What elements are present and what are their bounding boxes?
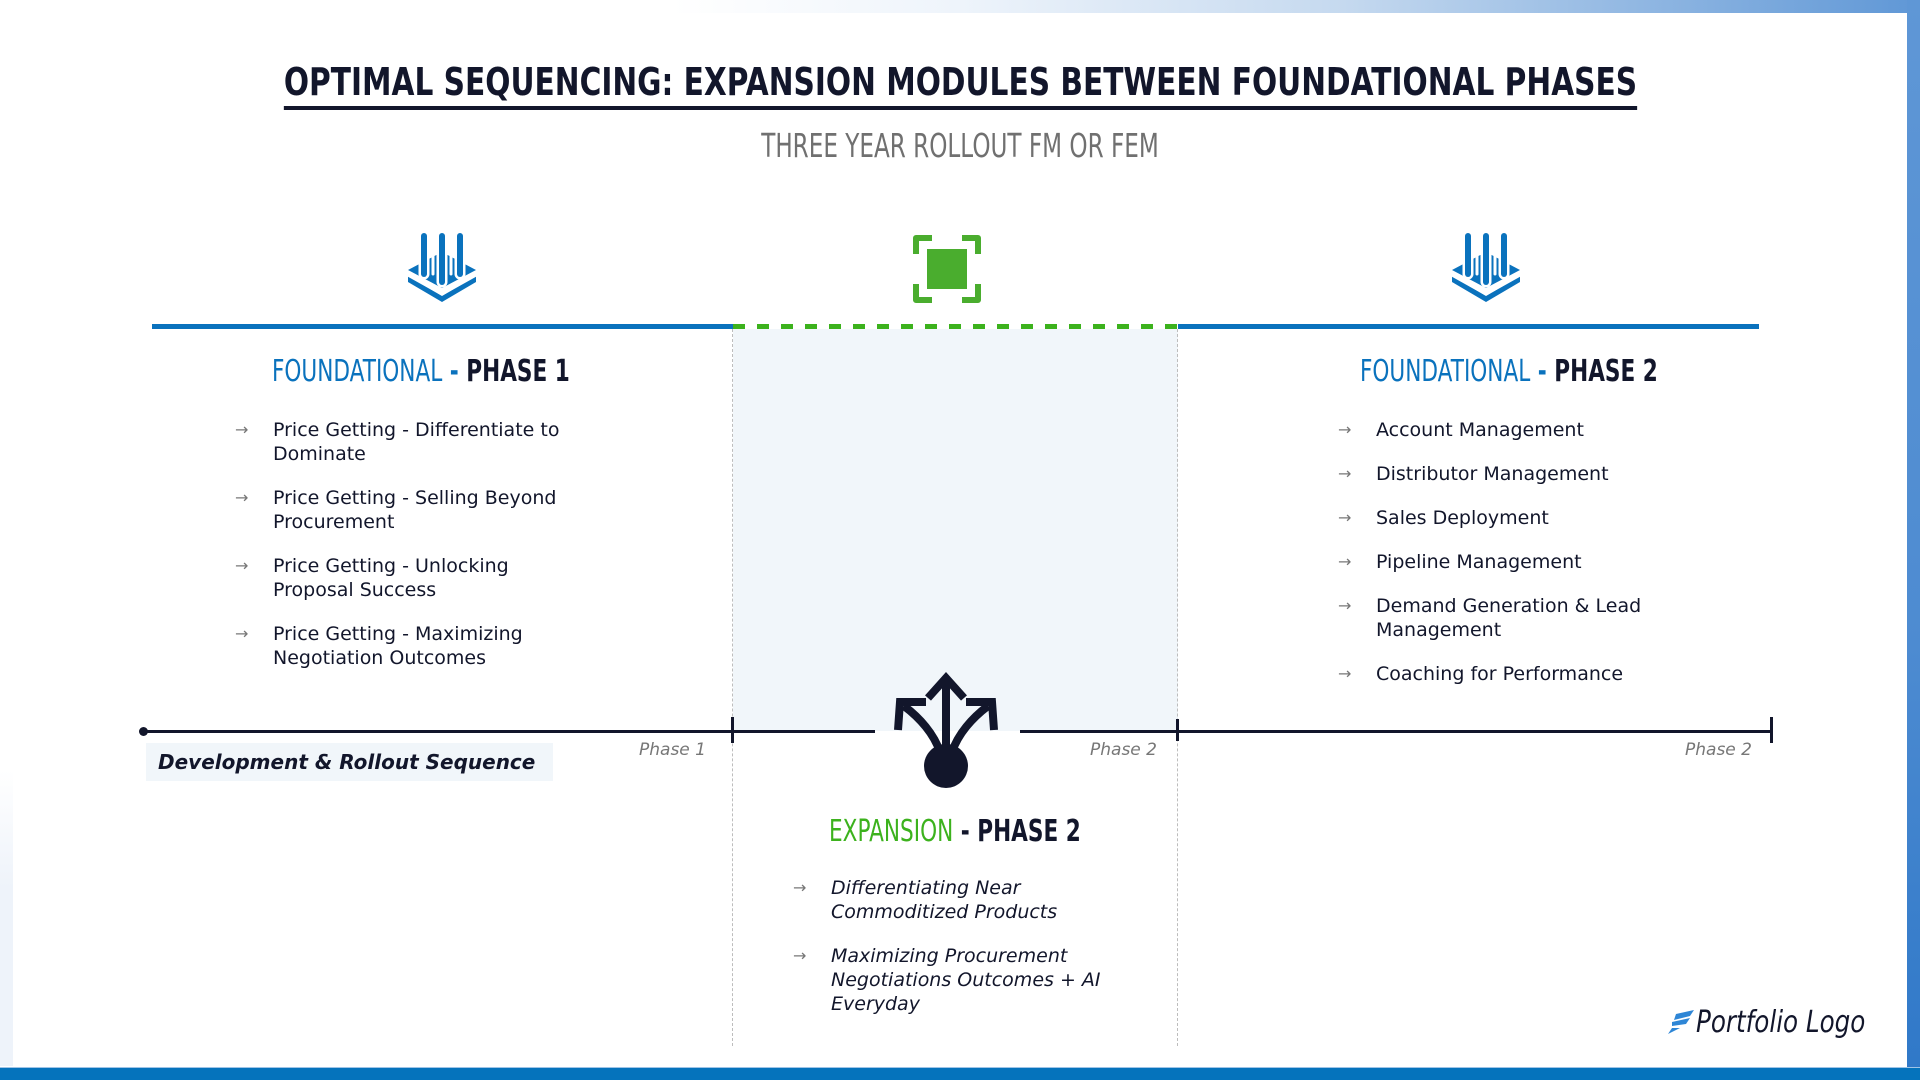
- list-item: →Price Getting - Maximizing Negotiation …: [235, 623, 523, 669]
- heading-label: EXPANSION: [829, 814, 954, 849]
- heading-label: FOUNDATIONAL: [272, 354, 443, 389]
- list-item: →Price Getting - Unlocking Proposal Succ…: [235, 555, 509, 601]
- list-item: →Differentiating Near Commoditized Produ…: [793, 877, 1058, 923]
- focus-square-icon: [913, 235, 981, 303]
- page-subtitle: THREE YEAR ROLLOUT FM OR FEM: [761, 126, 1159, 165]
- arrow-right-icon: →: [235, 624, 249, 643]
- list-item: →Distributor Management: [1338, 463, 1609, 485]
- arrow-right-icon: →: [1338, 596, 1352, 615]
- expansion-phase2-list: →Differentiating Near Commoditized Produ…: [793, 876, 1123, 1016]
- timeline-tick-phase2: [1176, 719, 1179, 741]
- list-item: →Demand Generation & Lead Management: [1338, 595, 1642, 641]
- timeline-marker-phase2: Phase 2: [1090, 740, 1157, 760]
- top-gradient-band: [0, 0, 1920, 13]
- arrow-right-icon: →: [235, 420, 249, 439]
- list-item: →Coaching for Performance: [1338, 663, 1624, 685]
- foundation-pillars-icon: [1449, 230, 1523, 302]
- foundation-pillars-icon: [405, 230, 479, 302]
- branching-arrows-icon: [894, 672, 998, 788]
- arrow-right-icon: →: [1338, 552, 1352, 571]
- arrow-right-icon: →: [1338, 420, 1352, 439]
- expansion-phase2-heading: EXPANSION - PHASE 2: [829, 814, 1081, 849]
- arrow-right-icon: →: [793, 878, 807, 897]
- timeline-marker-phase2-end: Phase 2: [1685, 740, 1752, 760]
- list-item: →Price Getting - Selling Beyond Procurem…: [235, 487, 557, 533]
- heading-phase: PHASE 1: [466, 354, 570, 389]
- bottom-accent-band: [0, 1067, 1920, 1080]
- timeline-tick-phase1: [731, 717, 734, 743]
- expansion-dashed-line: [733, 324, 1178, 329]
- list-item: →Price Getting - Differentiate to Domina…: [235, 419, 560, 465]
- arrow-right-icon: →: [235, 556, 249, 575]
- title-wrap: OPTIMAL SEQUENCING: EXPANSION MODULES BE…: [0, 60, 1920, 110]
- expansion-right-divider: [1177, 329, 1178, 1046]
- portfolio-logo: Portfolio Logo: [1668, 1005, 1902, 1040]
- heading-separator: -: [442, 354, 467, 389]
- arrow-right-icon: →: [1338, 664, 1352, 683]
- phase2-top-line: [1178, 324, 1759, 329]
- heading-label: FOUNDATIONAL: [1360, 354, 1531, 389]
- list-item: →Sales Deployment: [1338, 507, 1549, 529]
- heading-separator: -: [1530, 354, 1555, 389]
- right-accent-band: [1907, 0, 1920, 1080]
- timeline-tick-end: [1770, 717, 1773, 743]
- foundational-phase2-list: →Account Management →Distributor Managem…: [1338, 418, 1678, 686]
- foundational-phase1-heading: FOUNDATIONAL - PHASE 1: [272, 354, 570, 389]
- timeline-segment-2: [1020, 730, 1772, 733]
- timeline-marker-phase1: Phase 1: [639, 740, 706, 760]
- arrow-right-icon: →: [793, 946, 807, 965]
- page-title: OPTIMAL SEQUENCING: EXPANSION MODULES BE…: [283, 60, 1637, 110]
- list-item: →Pipeline Management: [1338, 551, 1582, 573]
- phase1-top-line: [152, 324, 733, 329]
- sequence-label: Development & Rollout Sequence: [146, 743, 553, 781]
- list-item: →Maximizing Procurement Negotiations Out…: [793, 945, 1101, 1015]
- list-item: →Account Management: [1338, 419, 1584, 441]
- heading-phase: PHASE 2: [1554, 354, 1658, 389]
- arrow-right-icon: →: [1338, 508, 1352, 527]
- expansion-shaded-area: [733, 329, 1178, 731]
- arrow-right-icon: →: [235, 488, 249, 507]
- foundational-phase2-heading: FOUNDATIONAL - PHASE 2: [1360, 354, 1658, 389]
- foundational-phase1-list: →Price Getting - Differentiate to Domina…: [235, 418, 595, 670]
- timeline-segment-1: [142, 730, 875, 733]
- heading-separator: -: [953, 814, 978, 849]
- logo-mark-icon: [1668, 1009, 1694, 1034]
- expansion-left-divider: [732, 329, 733, 1046]
- left-fade-band: [0, 770, 13, 1066]
- logo-text: Portfolio Logo: [1696, 1005, 1866, 1040]
- page-subtitle-wrap: THREE YEAR ROLLOUT FM OR FEM: [0, 126, 1920, 165]
- arrow-right-icon: →: [1338, 464, 1352, 483]
- heading-phase: PHASE 2: [977, 814, 1081, 849]
